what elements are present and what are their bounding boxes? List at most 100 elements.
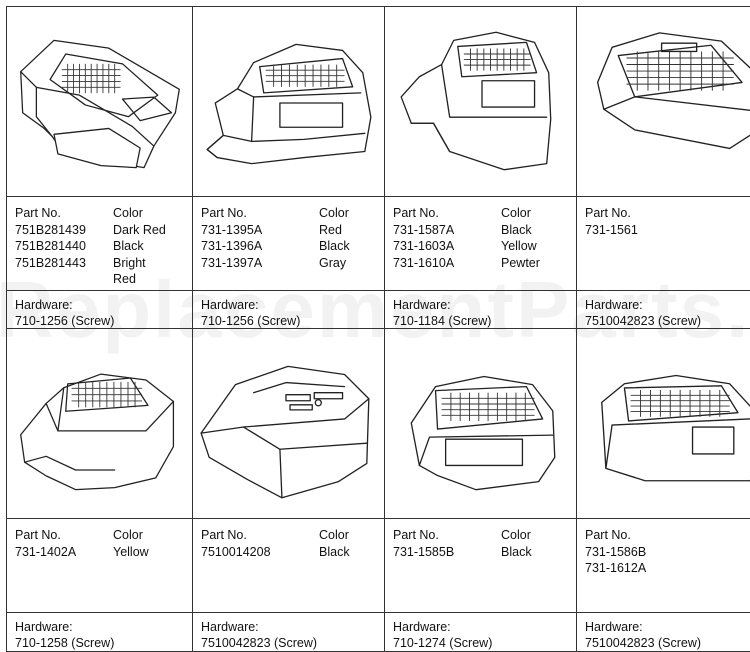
hardware-cell: Hardware: 7510042823 (Screw) (576, 291, 750, 329)
color-value: Yellow (113, 544, 149, 559)
part-info-cell: Part No. 731-1395A 731-1396A 731-1397A Color… (192, 197, 384, 291)
color-value: Yellow (501, 239, 537, 253)
color-value: Black (501, 544, 532, 559)
engine-shroud-drawing (200, 365, 370, 499)
color-value: Black (501, 222, 532, 237)
part-illustration-cell (384, 329, 576, 519)
hardware-label: Hardware: (201, 298, 259, 312)
engine-shroud-drawing (601, 374, 750, 482)
part-illustration-cell (6, 7, 192, 197)
engine-shroud-drawing (206, 43, 372, 165)
hardware-text: Hardware: 7510042823 (Screw) (585, 297, 701, 329)
hardware-value: 710-1256 (Screw) (201, 314, 301, 328)
hardware-value: 710-1256 (Screw) (15, 314, 115, 328)
color-label: Color (113, 206, 143, 220)
part-illustration-cell (576, 7, 750, 197)
hardware-cell: Hardware: 710-1258 (Screw) (6, 613, 192, 651)
part-number: 731-1585B (393, 544, 455, 559)
part-number-label: Part No. (201, 206, 247, 220)
engine-shroud-drawing (400, 31, 552, 171)
hardware-text: Hardware: 710-1184 (Screw) (393, 297, 491, 329)
hardware-label: Hardware: (15, 620, 73, 634)
part-illustration-cell (192, 7, 384, 197)
part-number-list: Part No. 731-1395A 731-1396A 731-1397A (201, 205, 262, 271)
part-number-list: Part No.731-1402A (15, 527, 76, 560)
parts-catalog-sheet: ReplacementParts.com Part No.751B2814397… (0, 6, 750, 652)
hardware-value: 7510042823 (Screw) (201, 636, 318, 650)
part-illustration-cell (576, 329, 750, 519)
hardware-label: Hardware: (393, 298, 451, 312)
color-value: Red (319, 222, 342, 237)
part-number: 751B281440 (15, 239, 86, 253)
part-number-label: Part No. (393, 206, 439, 220)
hardware-cell: Hardware: 710-1256 (Screw) (192, 291, 384, 329)
hardware-label: Hardware: (393, 620, 451, 634)
hardware-value: 710-1274 (Screw) (393, 636, 493, 650)
part-info-cell: Part No. 731-1561 (576, 197, 750, 291)
hardware-text: Hardware: 710-1256 (Screw) (201, 297, 300, 329)
hardware-row: Hardware: 710-1256 (Screw) Hardware: 710-12… (6, 290, 750, 329)
hardware-label: Hardware: (585, 620, 643, 634)
illustration-row (6, 6, 750, 197)
part-number-label: Part No. (15, 206, 61, 220)
part-illustration-cell (384, 7, 576, 197)
hardware-label: Hardware: (201, 620, 259, 634)
part-number: 731-1612A (585, 561, 647, 575)
part-number: 731-1561 (585, 222, 638, 237)
engine-shroud-drawing (596, 32, 750, 150)
part-number: 731-1397A (201, 255, 263, 270)
part-number-list: Part No. 731-1586B 731-1612A (585, 527, 646, 577)
part-illustration-cell (6, 329, 192, 519)
hardware-value: 710-1184 (Screw) (393, 314, 492, 328)
engine-shroud-drawing (20, 39, 180, 169)
part-number: 731-1402A (15, 544, 77, 559)
part-number-list: Part No. 7510014208 (201, 527, 271, 560)
hardware-value: 710-1258 (Screw) (15, 636, 115, 650)
hardware-text: Hardware: 710-1274 (Screw) (393, 619, 492, 651)
color-value: Bright (113, 255, 146, 270)
hardware-value: 7510042823 (Screw) (585, 314, 702, 328)
part-number: 7510014208 (201, 544, 271, 559)
part-number: 731-1610A (393, 255, 455, 270)
hardware-cell: Hardware:710-1256 (Screw) (6, 291, 192, 329)
illustration-row (6, 328, 750, 519)
color-label: Color (113, 528, 143, 542)
color-value: Black (113, 239, 144, 253)
part-number: 731-1587A (393, 222, 455, 237)
part-info-cell: Part No. 731-1586B 731-1612A (576, 519, 750, 613)
part-number-label: Part No. (585, 206, 631, 220)
color-label: Color (501, 528, 531, 542)
hardware-label: Hardware: (585, 298, 643, 312)
color-value: Dark Red (113, 222, 166, 237)
part-number-label: Part No. (393, 528, 439, 542)
color-value: Black (319, 239, 350, 253)
part-number-label: Part No. (585, 528, 631, 542)
hardware-text: Hardware: 710-1258 (Screw) (15, 619, 114, 651)
hardware-cell: Hardware: 710-1274 (Screw) (384, 613, 576, 651)
part-number: 731-1586B (585, 544, 647, 559)
part-illustration-cell (192, 329, 384, 519)
part-number: 731-1396A (201, 239, 263, 253)
color-label: Color (319, 206, 349, 220)
color-value: Pewter (501, 255, 540, 270)
hardware-text: Hardware:7510042823 (Screw) (585, 619, 701, 651)
part-number-label: Part No. (201, 528, 247, 542)
color-value: Red (113, 272, 136, 286)
part-number: 731-1395A (201, 222, 263, 237)
color-value: Gray (319, 255, 347, 270)
hardware-text: Hardware:710-1256 (Screw) (15, 297, 114, 329)
